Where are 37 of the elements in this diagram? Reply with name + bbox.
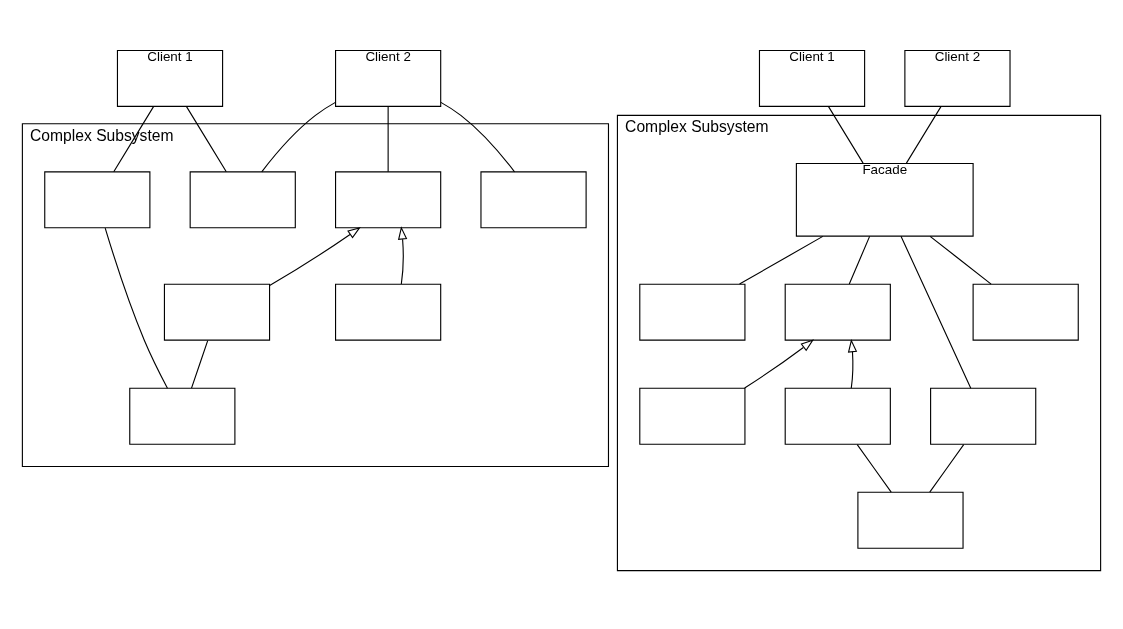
node-box xyxy=(639,387,746,445)
arrow xyxy=(397,225,408,285)
node-box xyxy=(930,387,1037,445)
node-box xyxy=(335,283,442,341)
node-box: Client 2 xyxy=(335,49,442,107)
node-box xyxy=(335,170,442,228)
connector xyxy=(185,105,227,172)
node-box xyxy=(784,283,891,341)
arrow xyxy=(847,338,858,389)
connector xyxy=(905,105,942,164)
node-box xyxy=(639,283,746,341)
node-box xyxy=(129,387,236,445)
node-box xyxy=(857,491,964,549)
connector xyxy=(738,235,824,285)
node-box xyxy=(972,283,1079,341)
connector xyxy=(929,235,992,285)
node-box xyxy=(784,387,891,445)
node-box: Client 1 xyxy=(116,49,224,107)
connector xyxy=(387,105,389,172)
connector xyxy=(190,339,209,389)
node-box xyxy=(44,170,151,228)
node-box: Client 2 xyxy=(904,49,1011,107)
connector xyxy=(440,101,516,172)
connector xyxy=(261,101,336,172)
arrow xyxy=(744,338,815,389)
node-box xyxy=(480,170,587,228)
connector xyxy=(929,443,965,493)
connector xyxy=(104,227,168,389)
connector xyxy=(828,105,864,164)
node-box xyxy=(189,170,296,228)
node-box: Client 1 xyxy=(758,49,866,107)
arrow xyxy=(269,226,361,286)
connector xyxy=(856,443,892,493)
node-box xyxy=(163,283,271,341)
node-box: Facade xyxy=(795,162,974,237)
connector xyxy=(848,235,871,285)
connector xyxy=(900,235,972,389)
